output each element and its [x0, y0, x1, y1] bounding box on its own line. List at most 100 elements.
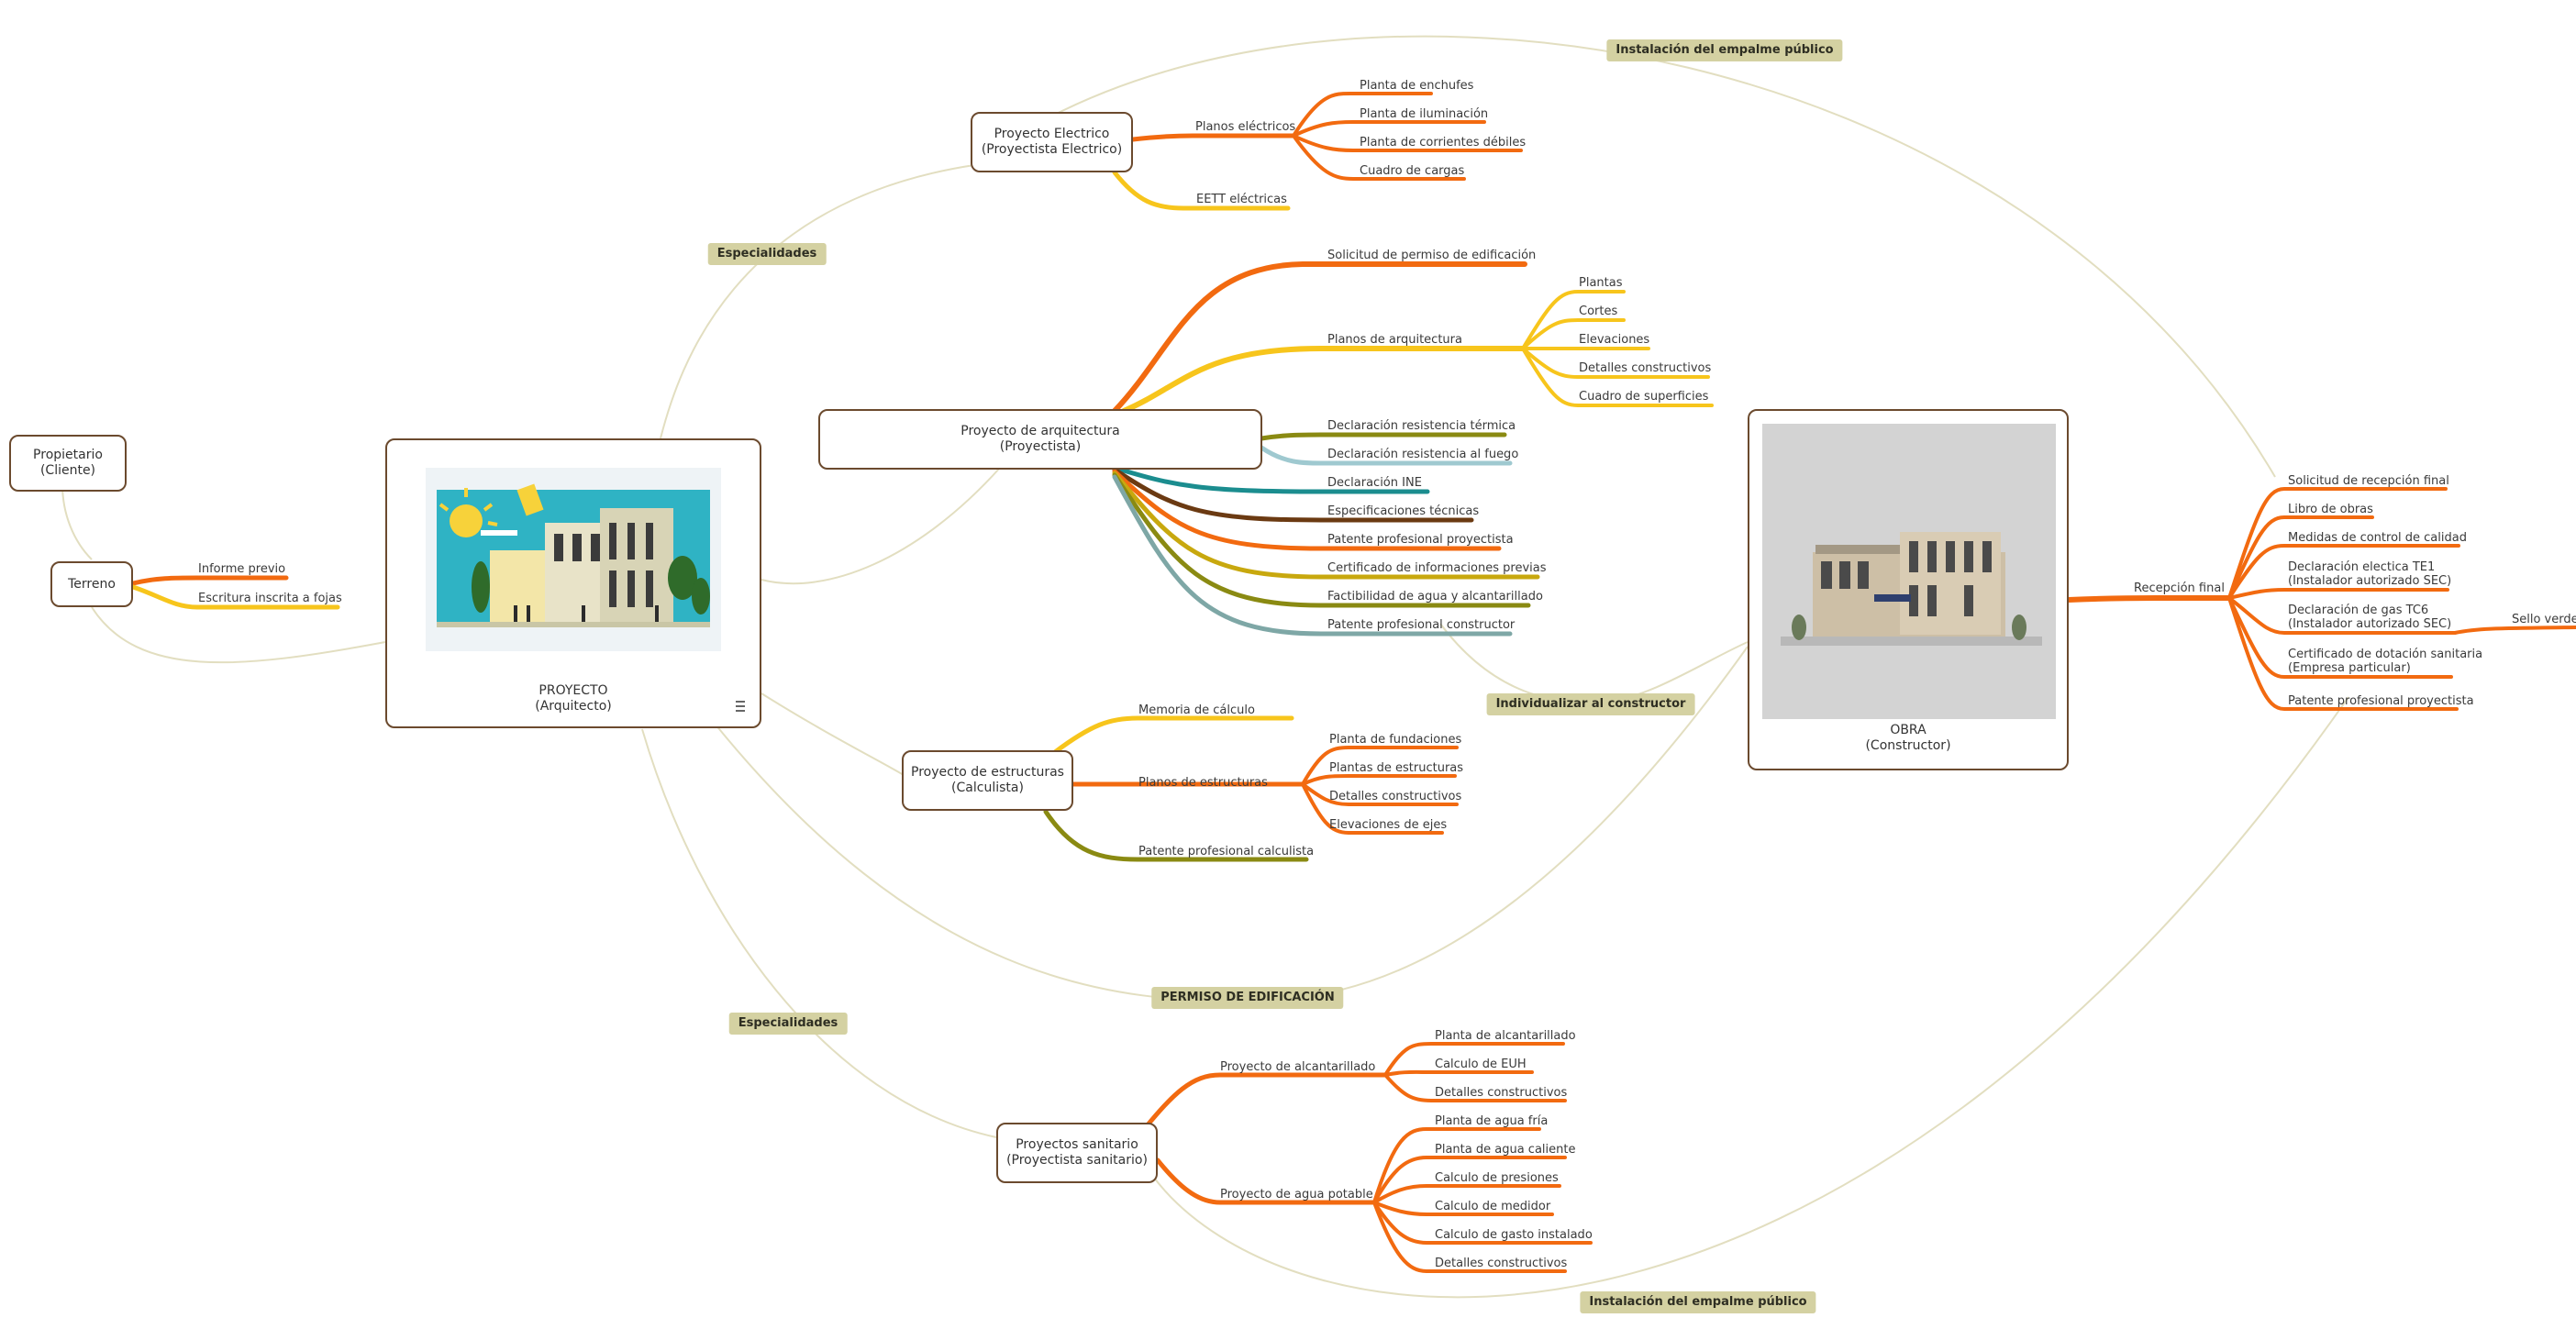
branch-arq-certificado [1112, 471, 1540, 580]
topic-declaracion-te1[interactable]: Declaración electica TE1 (Instalador aut… [2288, 560, 2451, 588]
proyecto-illustration [426, 468, 721, 651]
node-sanitario[interactable]: Proyectos sanitario (Proyectista sanitar… [996, 1123, 1158, 1183]
topic-detalles-agua[interactable]: Detalles constructivos [1435, 1257, 1568, 1270]
topic-planta-corrientes[interactable]: Planta de corrientes débiles [1360, 136, 1527, 150]
topic-planta-alcantarillado[interactable]: Planta de alcantarillado [1435, 1029, 1576, 1043]
branch-arq-termica [1259, 432, 1507, 441]
branch-rec-te1 [2227, 588, 2449, 600]
tag-especialidades-top[interactable]: Especialidades [707, 243, 827, 265]
topic-factibilidad[interactable]: Factibilidad de agua y alcantarillado [1327, 590, 1543, 604]
topic-agua-fria[interactable]: Planta de agua fría [1435, 1114, 1549, 1128]
branch-est-elevaciones [1301, 782, 1444, 835]
topic-especificaciones[interactable]: Especificaciones técnicas [1327, 504, 1480, 518]
topic-declaracion-tc6[interactable]: Declaración de gas TC6 (Instalador autor… [2288, 604, 2451, 631]
topic-calculo-euh[interactable]: Calculo de EUH [1435, 1058, 1527, 1071]
tag-individualizar[interactable]: Individualizar al constructor [1486, 693, 1695, 715]
topic-cuadro-cargas[interactable]: Cuadro de cargas [1360, 164, 1465, 178]
node-propietario[interactable]: Propietario (Cliente) [9, 435, 127, 492]
topic-planta-enchufes[interactable]: Planta de enchufes [1360, 79, 1474, 93]
branch-arq-patente-cons [1112, 474, 1513, 637]
node-obra[interactable]: OBRA (Constructor) [1748, 409, 2069, 770]
topic-certificado-dotacion[interactable]: Certificado de dotación sanitaria (Empre… [2288, 648, 2482, 675]
topic-plantas-estructuras[interactable]: Plantas de estructuras [1329, 761, 1464, 775]
electrico-line2: (Proyectista Electrico) [981, 142, 1123, 157]
topic-planos-arquitectura[interactable]: Planos de arquitectura [1327, 333, 1462, 347]
dotacion-line1: Certificado de dotación sanitaria [2288, 648, 2483, 661]
topic-solicitud-permiso[interactable]: Solicitud de permiso de edificación [1327, 249, 1537, 262]
topic-planta-iluminacion[interactable]: Planta de iluminación [1360, 107, 1489, 121]
topic-calculo-presiones[interactable]: Calculo de presiones [1435, 1171, 1559, 1185]
branch-est-detalles [1301, 782, 1459, 806]
branch-agua-presiones [1372, 1184, 1561, 1204]
topic-patente-calculista[interactable]: Patente profesional calculista [1138, 845, 1315, 858]
topic-patente-constructor[interactable]: Patente profesional constructor [1327, 618, 1516, 632]
topic-planos-estructuras[interactable]: Planos de estructuras [1138, 776, 1268, 790]
branch-arq-patente-proy [1112, 469, 1502, 551]
node-electrico[interactable]: Proyecto Electrico (Proyectista Electric… [971, 112, 1133, 172]
topic-detalles-alcantarillado[interactable]: Detalles constructivos [1435, 1086, 1568, 1100]
branch-planos-detalles [1521, 347, 1710, 379]
branch-rec-dotacion [2227, 596, 2453, 679]
topic-proyecto-alcantarillado[interactable]: Proyecto de alcantarillado [1220, 1060, 1376, 1074]
topic-calculo-gasto[interactable]: Calculo de gasto instalado [1435, 1228, 1593, 1242]
topic-eett-electricas[interactable]: EETT eléctricas [1196, 193, 1287, 206]
branch-planos-iluminacion [1292, 120, 1486, 138]
topic-elevaciones-ejes[interactable]: Elevaciones de ejes [1329, 818, 1448, 832]
terreno-label: Terreno [68, 576, 116, 592]
obra-line1: OBRA [1890, 723, 1926, 737]
arquitectura-line1: Proyecto de arquitectura [960, 424, 1120, 438]
topic-resistencia-termica[interactable]: Declaración resistencia térmica [1327, 419, 1516, 433]
topic-escritura[interactable]: Escritura inscrita a fojas [198, 592, 342, 605]
branch-rec-patente [2227, 596, 2459, 711]
node-terreno[interactable]: Terreno [50, 561, 133, 607]
tag-especialidades-bottom[interactable]: Especialidades [728, 1013, 848, 1035]
branch-san-alcantarillado [1135, 1072, 1388, 1140]
branch-alc-euh [1383, 1069, 1534, 1077]
tag-empalme-top[interactable]: Instalación del empalme público [1606, 39, 1843, 61]
topic-planta-fundaciones[interactable]: Planta de fundaciones [1329, 733, 1462, 747]
tag-empalme-bottom[interactable]: Instalación del empalme público [1580, 1291, 1816, 1313]
topic-libro-obras[interactable]: Libro de obras [2288, 503, 2373, 516]
branch-electrico-eett [1112, 170, 1291, 211]
topic-recepcion-final[interactable]: Recepción final [2134, 581, 2225, 595]
topic-plantas[interactable]: Plantas [1579, 276, 1623, 290]
topic-declaracion-ine[interactable]: Declaración INE [1327, 476, 1422, 490]
topic-calculo-medidor[interactable]: Calculo de medidor [1435, 1200, 1551, 1213]
topic-informe-previo[interactable]: Informe previo [198, 562, 286, 576]
topic-solicitud-recepcion[interactable]: Solicitud de recepción final [2288, 474, 2449, 488]
connector-electrico-recepcion [1045, 35, 2276, 478]
tc6-line2: (Instalador autorizado SEC) [2288, 617, 2452, 631]
branch-arq-especificaciones [1112, 467, 1474, 523]
topic-sello-verde[interactable]: Sello verde [2512, 613, 2576, 626]
topic-detalles-constructivos-est[interactable]: Detalles constructivos [1329, 790, 1462, 803]
topic-patente-proyectista-rec[interactable]: Patente profesional proyectista [2288, 694, 2474, 708]
topic-patente-proyectista[interactable]: Patente profesional proyectista [1327, 533, 1514, 547]
topic-detalles-constructivos-arq[interactable]: Detalles constructivos [1579, 361, 1712, 375]
branch-rec-libro [2227, 515, 2374, 600]
tag-permiso[interactable]: PERMISO DE EDIFICACIÓN [1151, 987, 1344, 1009]
branch-planos-cuadro [1292, 134, 1466, 181]
topic-elevaciones[interactable]: Elevaciones [1579, 333, 1650, 347]
topic-resistencia-fuego[interactable]: Declaración resistencia al fuego [1327, 448, 1519, 461]
topic-proyecto-agua-potable[interactable]: Proyecto de agua potable [1220, 1188, 1373, 1202]
branch-planos-plantas [1521, 290, 1626, 350]
connector-proyecto-electrico [660, 164, 975, 439]
node-proyecto[interactable]: PROYECTO (Arquitecto) [385, 438, 761, 728]
branch-agua-caliente [1372, 1156, 1567, 1204]
node-arquitectura[interactable]: Proyecto de arquitectura (Proyectista) [818, 409, 1262, 470]
proyecto-line1: PROYECTO [539, 683, 608, 698]
topic-certificado-previas[interactable]: Certificado de informaciones previas [1327, 561, 1547, 575]
connector-sanitario-recepcion [1150, 696, 2349, 1299]
node-estructuras[interactable]: Proyecto de estructuras (Calculista) [902, 750, 1073, 811]
connector-terreno-proyecto [91, 606, 386, 664]
obra-rendering [1762, 424, 2056, 719]
topic-medidas-calidad[interactable]: Medidas de control de calidad [2288, 531, 2467, 545]
topic-agua-caliente[interactable]: Planta de agua caliente [1435, 1143, 1576, 1157]
topic-memoria-calculo[interactable]: Memoria de cálculo [1138, 703, 1255, 717]
topic-cortes[interactable]: Cortes [1579, 305, 1618, 318]
topic-planos-electricos[interactable]: Planos eléctricos [1195, 120, 1296, 134]
topic-cuadro-superficies[interactable]: Cuadro de superficies [1579, 390, 1709, 404]
estructuras-line1: Proyecto de estructuras [911, 765, 1064, 780]
note-icon[interactable] [736, 701, 745, 712]
